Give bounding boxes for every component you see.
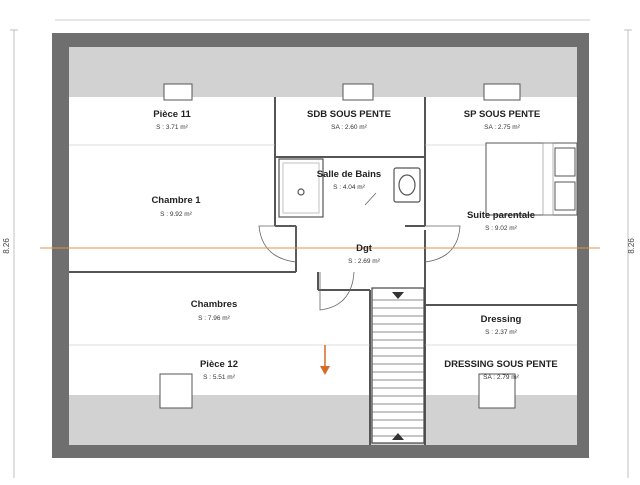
room-dressing-sous-pente-area: SA : 2.79 m² <box>483 374 520 381</box>
room-piece11-name: Pièce 11 <box>153 109 191 120</box>
room-sdb-sous-pente-name: SDB SOUS PENTE <box>307 109 391 120</box>
room-piece11-area: S : 3.71 m² <box>156 124 189 131</box>
room-piece12-area: S : 5.51 m² <box>203 374 236 381</box>
stair-arrow-bottom <box>392 433 404 440</box>
staircase <box>371 287 425 444</box>
room-sp-sous-pente-area: SA : 2.75 m² <box>484 124 521 131</box>
room-dressing-sous-pente-name: DRESSING SOUS PENTE <box>444 359 558 370</box>
room-salle-de-bains-area: S : 4.04 m² <box>333 184 366 191</box>
room-dressing-name: Dressing <box>481 314 522 325</box>
skylights <box>159 83 521 409</box>
room-piece12-name: Pièce 12 <box>200 359 238 370</box>
stair-treads <box>372 299 424 437</box>
interior-walls <box>69 97 577 445</box>
room-salle-de-bains-name: Salle de Bains <box>317 169 381 180</box>
slope-arrow-head <box>320 366 330 375</box>
room-sp-sous-pente-name: SP SOUS PENTE <box>464 109 540 120</box>
room-suite-parentale-name: Suite parentale <box>467 210 535 221</box>
left-dimension-label: 8.26 <box>2 238 11 254</box>
right-dimension-label: 8.26 <box>627 238 636 254</box>
habitable-floor <box>69 97 577 395</box>
room-dgt-area: S : 2.69 m² <box>348 258 381 265</box>
washbasin-fixture <box>393 167 421 203</box>
room-suite-parentale-area: S : 9.02 m² <box>485 225 518 232</box>
bed-fixture <box>485 142 578 216</box>
room-chambres-name: Chambres <box>191 299 237 310</box>
dimension-lines <box>10 19 632 478</box>
room-chambre1-area: S : 9.92 m² <box>160 211 193 218</box>
room-chambre1-name: Chambre 1 <box>151 195 201 206</box>
shower-fixture <box>278 158 324 218</box>
room-dgt-name: Dgt <box>356 243 373 254</box>
room-dressing-area: S : 2.37 m² <box>485 329 518 336</box>
room-chambres-area: S : 7.96 m² <box>198 315 231 322</box>
door-swings <box>258 192 461 311</box>
stair-arrow-top <box>392 292 404 299</box>
room-sdb-sous-pente-area: SA : 2.60 m² <box>331 124 368 131</box>
